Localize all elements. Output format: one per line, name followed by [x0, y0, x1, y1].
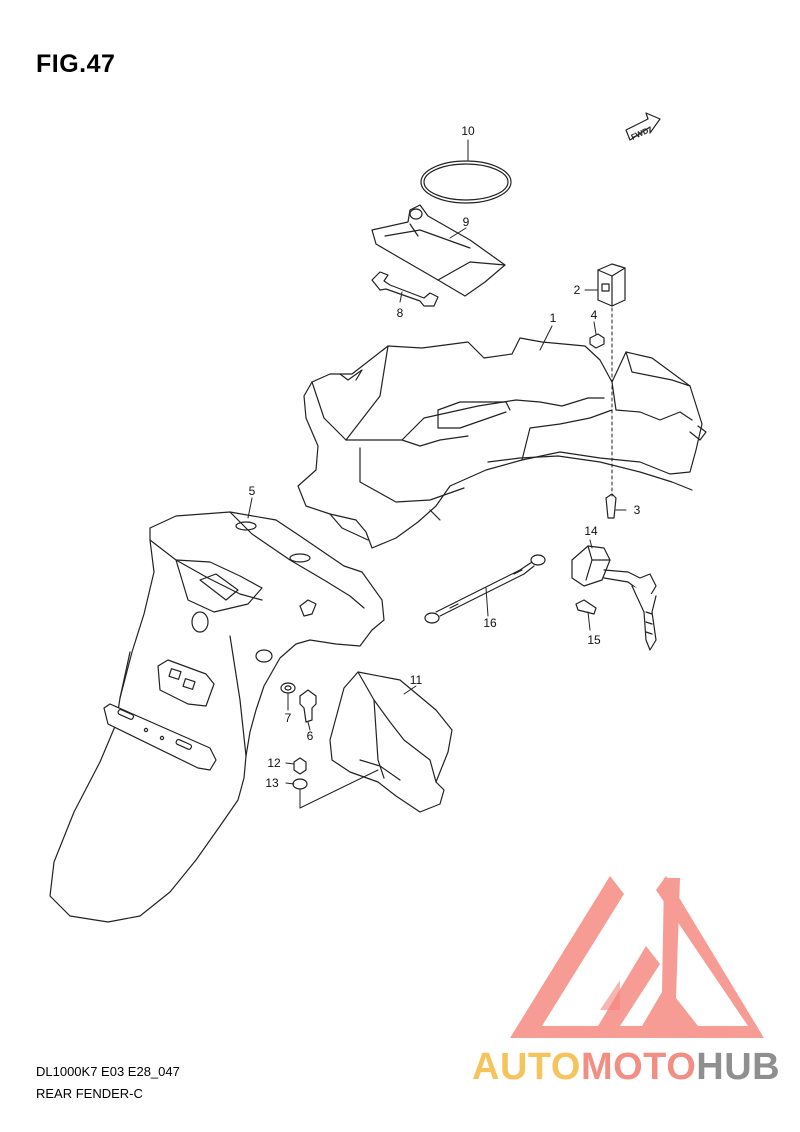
- part-band: [420, 160, 512, 204]
- part-clamp: [597, 263, 626, 307]
- part-cable: [424, 554, 546, 624]
- brand-part-hub: HUB: [696, 1046, 781, 1088]
- part-bolt-6: [299, 689, 317, 723]
- callout-2: 2: [574, 283, 581, 297]
- brand-part-moto: MOTO: [580, 1046, 697, 1088]
- callout-14: 14: [584, 524, 598, 538]
- part-rear-fender-tray: [297, 337, 707, 549]
- brand-part-auto: AUTO: [472, 1046, 581, 1088]
- callout-15: 15: [587, 633, 601, 647]
- part-screw-4: [589, 333, 605, 349]
- part-washer-7: [280, 682, 296, 694]
- callout-9: 9: [463, 215, 470, 229]
- callout-8: 8: [397, 306, 404, 320]
- leader-lines: [247, 139, 627, 809]
- part-mud-guard: [329, 671, 453, 813]
- part-wrench: [371, 271, 439, 307]
- part-clip-3: [605, 493, 617, 519]
- callout-10: 10: [461, 124, 475, 138]
- part-rear-fender: [49, 511, 385, 923]
- callout-3: 3: [634, 503, 641, 517]
- callout-7: 7: [285, 711, 292, 725]
- part-screw-15: [575, 599, 597, 615]
- watermark-brand: AUTOMOTOHUB: [472, 1048, 780, 1086]
- part-tool-bag: [371, 204, 506, 297]
- part-seat-lock: [571, 545, 657, 651]
- model-code: DL1000K7 E03 E28_047: [36, 1064, 180, 1079]
- section-name: REAR FENDER-C: [36, 1086, 143, 1101]
- callout-12: 12: [267, 756, 281, 770]
- callout-5: 5: [249, 484, 256, 498]
- callout-13: 13: [265, 776, 279, 790]
- callout-6: 6: [307, 729, 314, 743]
- callout-16: 16: [483, 616, 497, 630]
- watermark-logo-icon: [510, 876, 764, 1038]
- part-washer-13: [292, 778, 308, 790]
- part-bolt-12: [293, 757, 307, 775]
- callout-1: 1: [550, 311, 557, 325]
- callout-11: 11: [410, 673, 423, 687]
- fwd-arrow-icon: FWD: [625, 112, 661, 142]
- figure-title: FIG.47: [36, 50, 116, 78]
- callout-4: 4: [591, 308, 598, 322]
